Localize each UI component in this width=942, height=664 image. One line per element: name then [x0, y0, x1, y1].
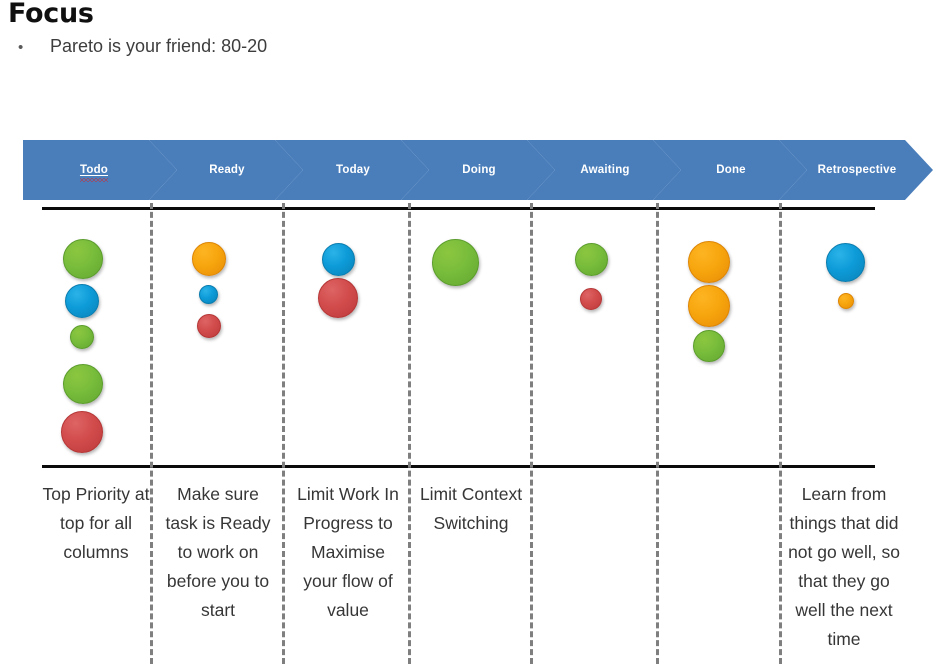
column-divider-2: [282, 203, 285, 664]
page-title: Focus: [8, 0, 94, 29]
task-bubble-done-1[interactable]: [688, 241, 730, 283]
column-caption-doing: Limit Context Switching: [419, 484, 523, 533]
task-bubble-todo-1[interactable]: [63, 239, 103, 279]
column-divider-5: [656, 203, 659, 664]
kanban-stage-header: Todo Ready Today Doing Awaiting Done Retrospec…: [23, 140, 933, 200]
stage-label-today: Today: [335, 164, 370, 176]
bullet-text: Pareto is your friend: 80-20: [50, 36, 268, 56]
column-caption-todo: Top Priority at top for all columns: [42, 484, 150, 562]
stage-label-done: Done: [716, 164, 746, 176]
chevron-shape: [149, 140, 303, 200]
task-bubble-todo-5[interactable]: [61, 411, 103, 453]
stage-label-retrospective: Retrospective: [817, 164, 897, 176]
chevron-shape: [527, 140, 681, 200]
column-divider-6: [779, 203, 782, 664]
board-bottom-rule: [42, 465, 875, 468]
stage-chevron-done[interactable]: Done: [653, 140, 807, 200]
column-caption-ready: Make sure task is Ready to work on befor…: [165, 484, 271, 620]
column-caption-retrospective: Learn from things that did not go well, …: [788, 484, 900, 649]
task-bubble-today-2[interactable]: [318, 278, 358, 318]
chevron-shape: [779, 140, 933, 200]
column-divider-4: [530, 203, 533, 664]
stage-chevron-retrospective[interactable]: Retrospective: [779, 140, 933, 200]
task-bubble-retrospective-1[interactable]: [825, 242, 865, 282]
stage-chevron-awaiting[interactable]: Awaiting: [527, 140, 681, 200]
column-divider-1: [150, 203, 153, 664]
task-bubble-ready-1[interactable]: [192, 242, 226, 276]
chevron-shape: [401, 140, 555, 200]
column-caption-today: Limit Work In Progress to Maximise your …: [297, 484, 399, 620]
chevron-shape: [653, 140, 807, 200]
chevron-shape: [23, 140, 177, 200]
task-bubble-ready-3[interactable]: [197, 314, 221, 338]
task-bubble-todo-2[interactable]: [65, 284, 99, 318]
column-divider-3: [408, 203, 411, 664]
stage-chevron-ready[interactable]: Ready: [149, 140, 303, 200]
task-bubble-ready-2[interactable]: [198, 284, 218, 304]
task-bubble-today-1[interactable]: [321, 242, 355, 276]
stage-label-ready: Ready: [209, 164, 245, 176]
spellcheck-underline-icon: [79, 178, 109, 182]
stage-label-todo: Todo: [79, 164, 109, 182]
task-bubble-done-2[interactable]: [688, 285, 730, 327]
stage-chevron-todo[interactable]: Todo: [23, 140, 177, 200]
task-bubble-todo-4[interactable]: [63, 364, 103, 404]
task-bubble-doing-1[interactable]: [431, 238, 479, 286]
task-bubble-awaiting-2[interactable]: [580, 288, 602, 310]
task-bubble-done-3[interactable]: [693, 330, 725, 362]
stage-chevron-doing[interactable]: Doing: [401, 140, 555, 200]
stage-label-awaiting: Awaiting: [580, 164, 630, 176]
bullet-list-item: • Pareto is your friend: 80-20: [14, 36, 267, 57]
stage-chevron-today[interactable]: Today: [275, 140, 429, 200]
board-top-rule: [42, 207, 875, 210]
stage-label-doing: Doing: [462, 164, 496, 176]
bullet-point-icon: •: [18, 39, 24, 56]
task-bubble-awaiting-1[interactable]: [574, 242, 608, 276]
task-bubble-todo-3[interactable]: [70, 325, 94, 349]
task-bubble-retrospective-2[interactable]: [838, 293, 854, 309]
chevron-shape: [275, 140, 429, 200]
